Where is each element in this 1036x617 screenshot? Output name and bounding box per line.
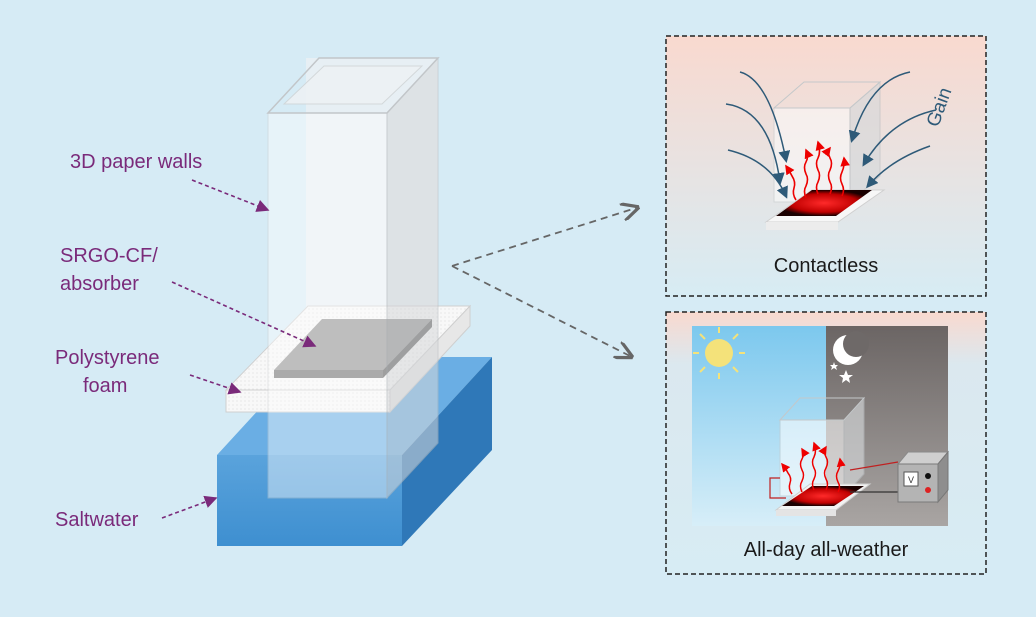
star-icons — [830, 362, 853, 383]
arrow-saltwater — [161, 495, 218, 519]
panel-all-day-all-weather: V All-day all-weather — [665, 311, 987, 575]
paper-walls-box — [266, 56, 440, 500]
voltmeter-icon: V — [896, 450, 950, 504]
arrow-to-all-day — [451, 265, 630, 356]
label-absorber-line1: SRGO-CF/ — [60, 245, 158, 267]
arrow-foam — [189, 374, 242, 395]
label-paper-walls: 3D paper walls — [70, 151, 202, 173]
label-saltwater: Saltwater — [55, 509, 139, 531]
wires — [769, 461, 899, 499]
heated-absorber — [776, 190, 872, 216]
arrow-to-contactless — [451, 208, 636, 267]
main-device-illustration — [217, 56, 492, 546]
panel-connectors — [451, 208, 636, 356]
heated-absorber-2 — [782, 486, 864, 506]
label-absorber-line2: absorber — [60, 273, 139, 295]
arrow-paper-walls — [191, 179, 270, 212]
caption-all-day: All-day all-weather — [744, 539, 909, 561]
arrow-absorber — [171, 281, 317, 348]
voltmeter-label: V — [908, 475, 914, 485]
heat-rays-2 — [781, 441, 846, 495]
sun-icon — [693, 327, 745, 379]
label-foam-line1: Polystyrene — [55, 347, 160, 369]
component-labels: 3D paper walls SRGO-CF/ absorber Polysty… — [55, 151, 317, 531]
label-foam-line2: foam — [83, 375, 127, 397]
gain-arrows — [725, 71, 937, 199]
panel-contactless: Gain Contactless — [665, 35, 987, 297]
caption-contactless: Contactless — [774, 255, 879, 277]
moon-icon — [833, 331, 869, 365]
heat-rays — [785, 140, 850, 201]
